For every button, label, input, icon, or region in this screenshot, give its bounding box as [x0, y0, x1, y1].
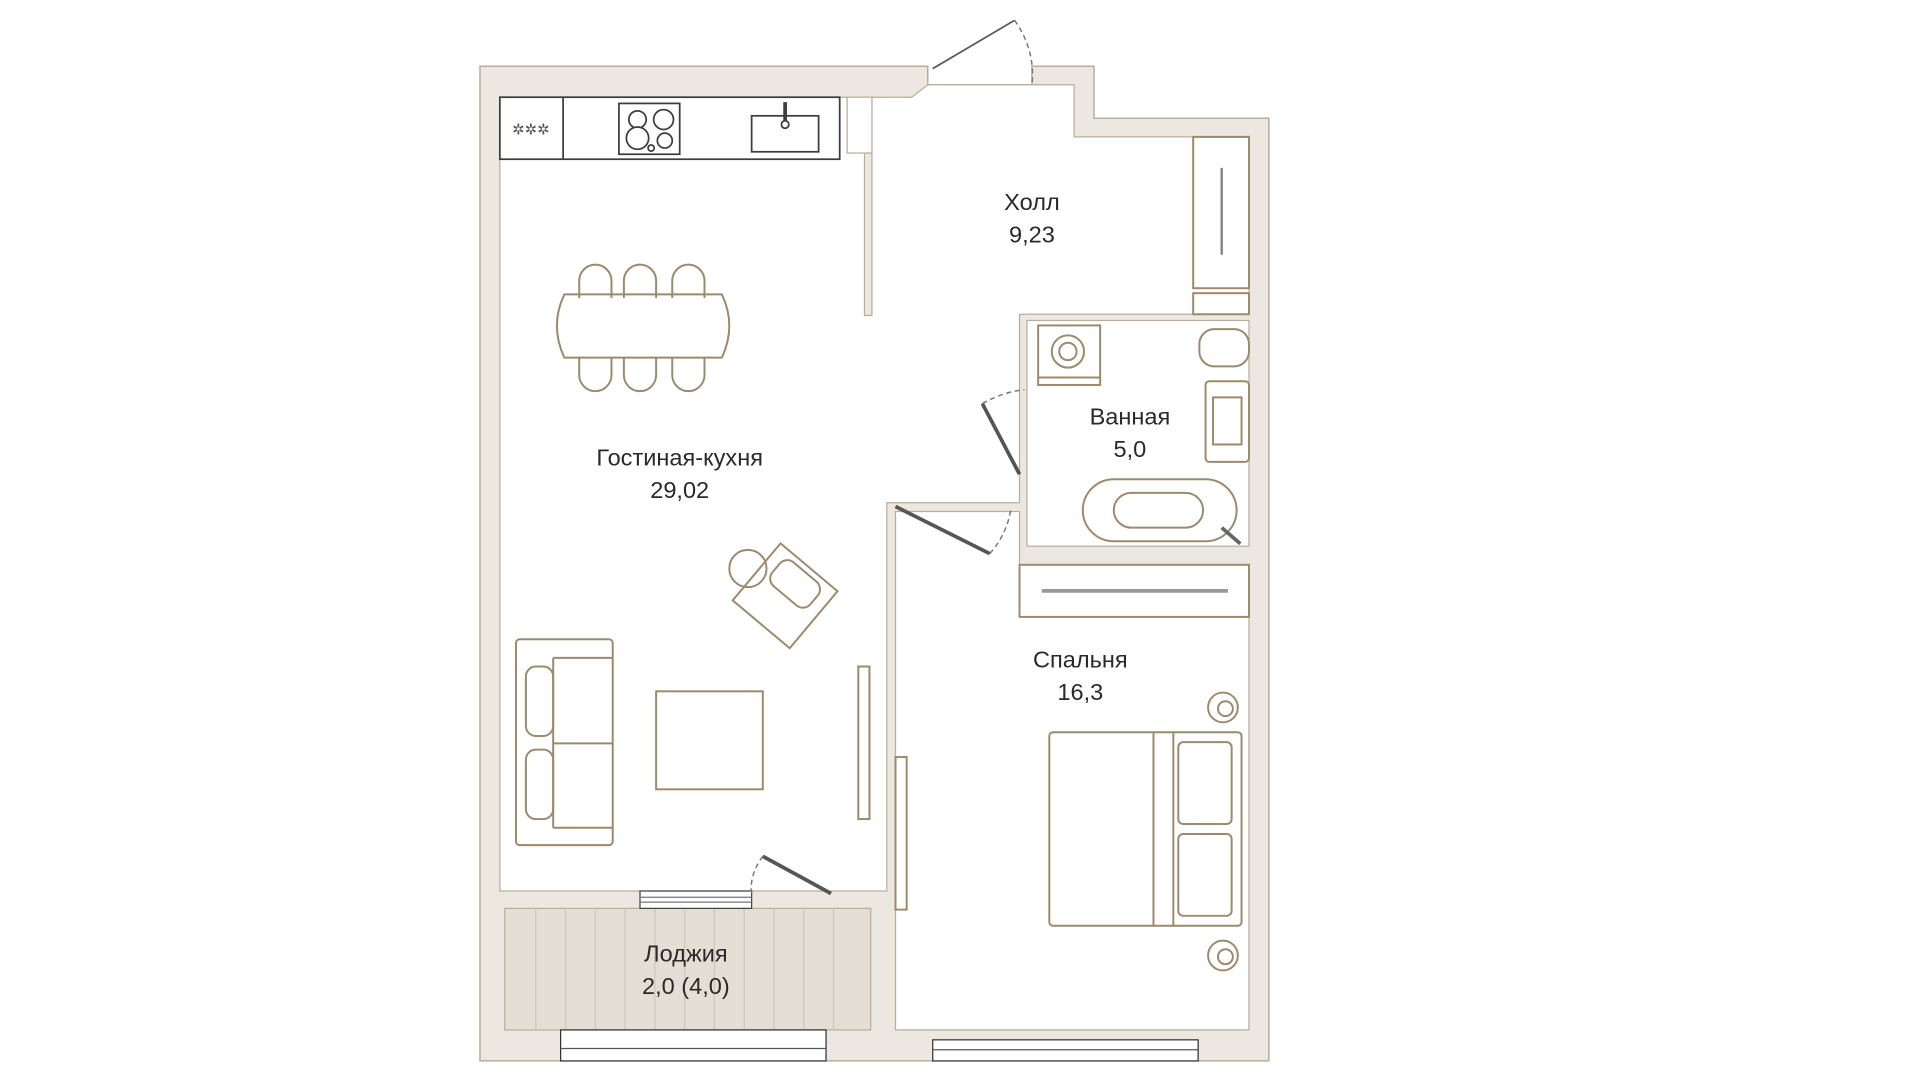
bed [1048, 731, 1243, 927]
sink-icon [750, 102, 820, 153]
toilet [1198, 328, 1250, 368]
loggia [504, 907, 872, 1031]
sofa [514, 638, 614, 847]
room-name-loggia: Лоджия [644, 941, 727, 967]
room-area-loggia: 2,0 (4,0) [642, 973, 730, 999]
window-loggia [560, 1029, 827, 1062]
nightstand-lamp [1207, 691, 1239, 724]
room-bathroom [1026, 319, 1250, 547]
window-bedroom [932, 1039, 1199, 1062]
tv-stand [857, 665, 871, 821]
room-name-hall: Холл [1004, 189, 1060, 215]
armchair [731, 541, 839, 650]
room-name-bathroom: Ванная [1090, 404, 1171, 430]
hall-wardrobe [1192, 135, 1250, 316]
room-name-living: Гостиная-кухня [596, 445, 763, 471]
nightstand-lamp [1207, 939, 1239, 972]
room-area-living: 29,02 [650, 477, 709, 503]
room-area-bedroom: 16,3 [1057, 679, 1103, 705]
room-area-hall: 9,23 [1009, 221, 1055, 247]
wardrobe-panel [894, 756, 908, 911]
kitchen-niche [846, 96, 873, 154]
bathtub [1081, 478, 1242, 546]
washbasin [1204, 380, 1250, 463]
entrance-door [932, 19, 1034, 85]
bathroom-door [980, 389, 1025, 476]
washing-machine [1037, 324, 1102, 386]
balcony-door [639, 890, 753, 909]
kitchen-counter: ✲✲✲ [498, 96, 841, 161]
bedroom-wardrobe [1018, 563, 1250, 618]
room-area-bathroom: 5,0 [1114, 436, 1147, 462]
coffee-table [655, 690, 764, 791]
dining-table [555, 263, 731, 393]
fan-icon: ✲✲✲ [512, 120, 549, 138]
room-name-bedroom: Спальня [1033, 647, 1128, 673]
cooktop-icon [618, 102, 681, 156]
side-table [728, 548, 768, 589]
bedroom-door [894, 504, 1012, 556]
loggia-door [750, 854, 832, 896]
